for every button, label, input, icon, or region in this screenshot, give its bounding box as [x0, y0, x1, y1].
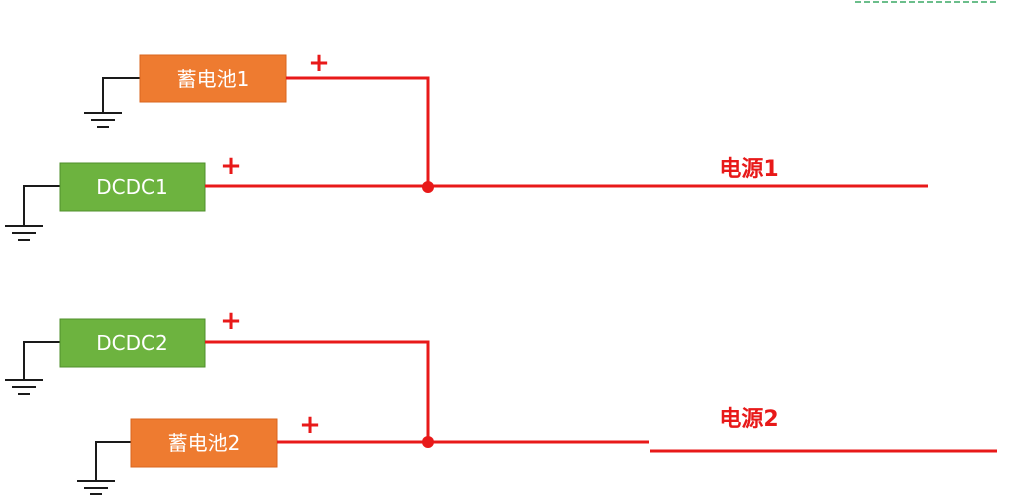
- ground-symbol-dcdc2: [5, 341, 60, 395]
- dcdc1-plus-sign: +: [220, 151, 242, 181]
- dcdc2-box: DCDC2: [59, 318, 206, 368]
- battery2-label: 蓄电池2: [168, 431, 241, 455]
- group-power-1: 蓄电池1 + DCDC1 + 电源1: [5, 48, 928, 241]
- ground-symbol-battery2: [77, 441, 131, 495]
- battery2-plus-sign: +: [299, 410, 321, 440]
- battery1-wire: [286, 76, 430, 186]
- junction-dot-2: [422, 436, 434, 448]
- junction-dot-1: [422, 181, 434, 193]
- ground-symbol-dcdc1: [5, 185, 60, 241]
- battery2-box: 蓄电池2: [130, 418, 278, 468]
- dcdc1-box: DCDC1: [59, 162, 206, 212]
- power2-label: 电源2: [719, 407, 778, 432]
- dcdc1-label: DCDC1: [96, 175, 167, 199]
- dcdc2-wire: [205, 340, 430, 442]
- ground-symbol-battery1: [84, 77, 140, 128]
- battery1-plus-sign: +: [308, 48, 330, 78]
- battery1-box: 蓄电池1: [139, 54, 287, 103]
- group-power-2: DCDC2 + 蓄电池2 + 电源2: [5, 306, 997, 495]
- battery1-label: 蓄电池1: [177, 67, 250, 91]
- power1-label: 电源1: [719, 157, 778, 182]
- dcdc2-plus-sign: +: [220, 306, 242, 336]
- dcdc2-label: DCDC2: [96, 331, 167, 355]
